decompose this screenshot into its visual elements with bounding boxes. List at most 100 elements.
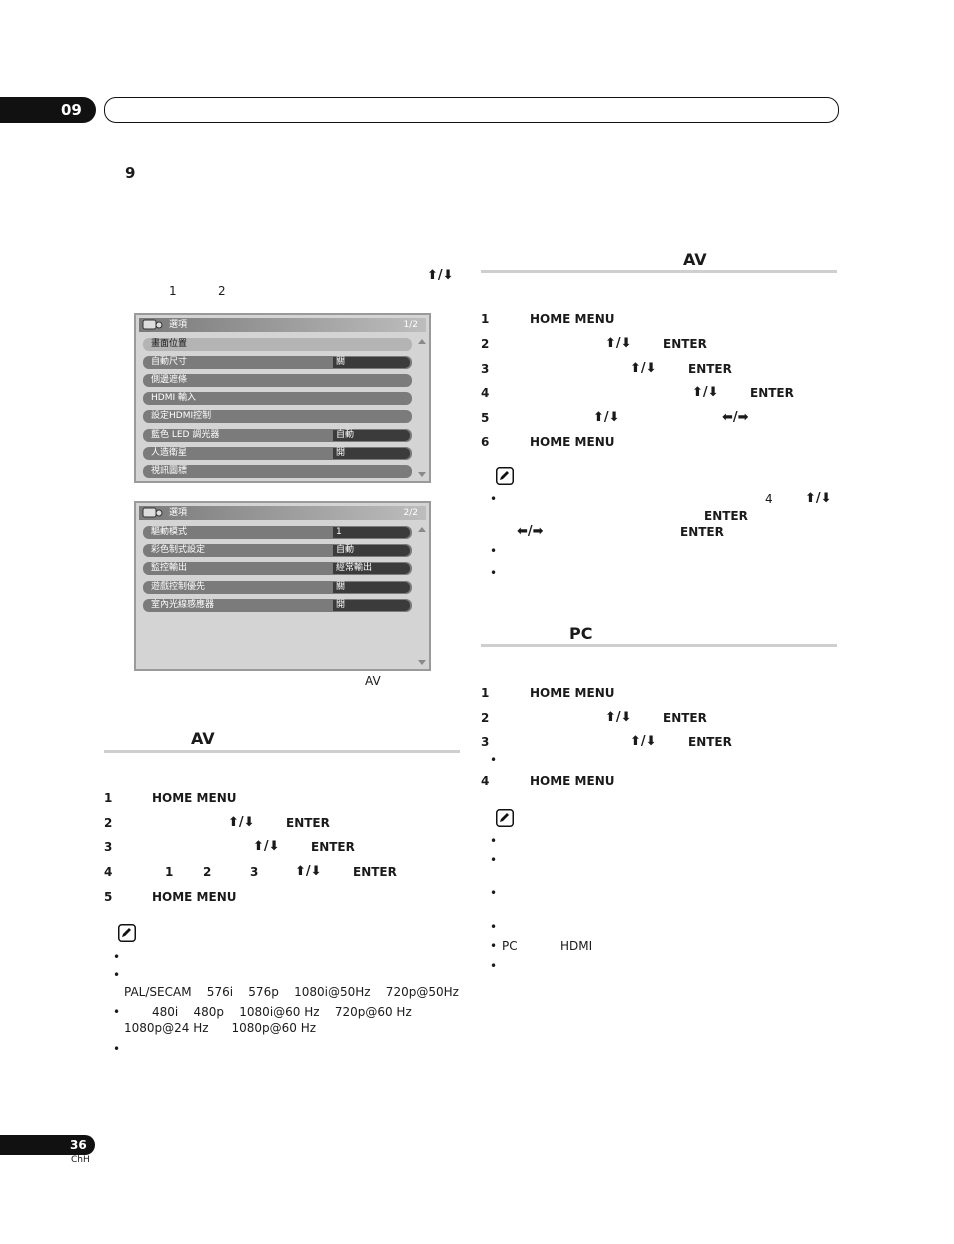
step-number: 3 xyxy=(481,735,490,749)
step-home-menu: HOME MENU xyxy=(530,686,615,700)
note-hdmi: HDMI xyxy=(560,939,593,953)
step-home-menu: HOME MENU xyxy=(152,791,237,805)
menu-item-video-icon[interactable]: 視訊圖標 xyxy=(143,465,412,478)
step-enter: ENTER xyxy=(663,711,707,725)
section-number: 9 xyxy=(125,164,136,182)
option-2: 2 xyxy=(203,865,212,879)
updown-arrows: ⬆/⬇ xyxy=(630,361,657,376)
bullet xyxy=(490,959,497,973)
updown-arrows: ⬆/⬇ xyxy=(228,815,255,830)
step-number: 4 xyxy=(104,865,113,879)
step-enter: ENTER xyxy=(663,337,707,351)
step-home-menu: HOME MENU xyxy=(530,435,615,449)
bullet xyxy=(490,753,497,767)
step-enter: ENTER xyxy=(688,735,732,749)
step-enter: ENTER xyxy=(311,840,355,854)
updown-arrows: ⬆/⬇ xyxy=(427,268,454,283)
scroll-up-icon[interactable] xyxy=(418,339,426,344)
page-number: 36 xyxy=(70,1138,87,1152)
option-1: 1 xyxy=(165,865,174,879)
tv-icon xyxy=(142,319,163,330)
step-number: 1 xyxy=(481,686,490,700)
note-1080p-formats: 1080p@24 Hz 1080p@60 Hz xyxy=(124,1021,317,1035)
step-number: 4 xyxy=(481,774,490,788)
step-number: 3 xyxy=(104,840,113,854)
step-enter: ENTER xyxy=(353,865,397,879)
leftright-arrows: ⬅/➡ xyxy=(517,524,544,539)
menu-item-room-light-sensor[interactable]: 室內光線感應器開 xyxy=(143,599,412,612)
left-section-title: AV xyxy=(191,729,215,748)
bullet xyxy=(113,968,120,982)
options-menu-page1: 選項 1/2 畫面位置 自動尺寸關 側邊遮條 HDMI 輸入 設定HDMI控制 … xyxy=(134,313,431,483)
right-av-rule xyxy=(481,270,837,273)
step-number: 5 xyxy=(104,890,113,904)
bullet xyxy=(113,950,120,964)
step-home-menu: HOME MENU xyxy=(530,774,615,788)
note-icon xyxy=(496,467,514,485)
language-code: ChH xyxy=(71,1155,90,1165)
page-ref-2: 2 xyxy=(218,284,226,298)
updown-arrows: ⬆/⬇ xyxy=(605,710,632,725)
menu-item-game-priority[interactable]: 遊戲控制優先關 xyxy=(143,581,412,594)
menu-item-picture-position[interactable]: 畫面位置 xyxy=(143,338,412,351)
step-enter: ENTER xyxy=(688,362,732,376)
step-number: 3 xyxy=(481,362,490,376)
right-pc-rule xyxy=(481,644,837,647)
updown-arrows: ⬆/⬇ xyxy=(253,839,280,854)
step-number: 2 xyxy=(481,711,490,725)
av-note: AV xyxy=(365,674,381,688)
menu-header: 選項 1/2 xyxy=(139,318,426,332)
note-icon xyxy=(118,924,136,942)
step-home-menu: HOME MENU xyxy=(530,312,615,326)
step-number: 6 xyxy=(481,435,490,449)
updown-arrows: ⬆/⬇ xyxy=(295,864,322,879)
page-ref-1: 1 xyxy=(169,284,177,298)
step-home-menu: HOME MENU xyxy=(152,890,237,904)
scroll-down-icon[interactable] xyxy=(418,660,426,665)
step-number: 1 xyxy=(104,791,113,805)
bullet xyxy=(490,544,497,558)
menu-item-monitor-out[interactable]: 監控輸出經常輸出 xyxy=(143,562,412,575)
note-ntsc-formats: 480i 480p 1080i@60 Hz 720p@60 Hz xyxy=(152,1005,412,1019)
bullet xyxy=(490,939,497,953)
updown-arrows: ⬆/⬇ xyxy=(805,491,832,506)
right-av-title: AV xyxy=(683,250,707,269)
bullet xyxy=(490,853,497,867)
bullet xyxy=(113,1005,120,1019)
menu-item-blue-led[interactable]: 藍色 LED 調光器自動 xyxy=(143,429,412,442)
note-icon xyxy=(496,809,514,827)
updown-arrows: ⬆/⬇ xyxy=(692,385,719,400)
scroll-down-icon[interactable] xyxy=(418,472,426,477)
note-enter: ENTER xyxy=(680,525,724,539)
menu-item-side-mask[interactable]: 側邊遮條 xyxy=(143,374,412,387)
bullet xyxy=(490,566,497,580)
step-number: 4 xyxy=(481,386,490,400)
updown-arrows: ⬆/⬇ xyxy=(605,336,632,351)
chapter-tab: 09 xyxy=(0,97,96,123)
scroll-up-icon[interactable] xyxy=(418,527,426,532)
bullet xyxy=(490,886,497,900)
menu-page: 1/2 xyxy=(403,320,418,330)
menu-item-auto-size[interactable]: 自動尺寸關 xyxy=(143,356,412,369)
menu-item-satellite[interactable]: 人造衛星開 xyxy=(143,447,412,460)
left-section-rule xyxy=(104,750,460,753)
menu-title: 選項 xyxy=(169,508,188,518)
chapter-title-bar xyxy=(104,97,839,123)
note-enter: ENTER xyxy=(704,509,748,523)
menu-item-hdmi-input[interactable]: HDMI 輸入 xyxy=(143,392,412,405)
note-pal-formats: PAL/SECAM 576i 576p 1080i@50Hz 720p@50Hz xyxy=(124,985,459,999)
menu-title: 選項 xyxy=(169,320,188,330)
step-number: 5 xyxy=(481,411,490,425)
menu-item-hdmi-control[interactable]: 設定HDMI控制 xyxy=(143,410,412,423)
bullet xyxy=(490,492,497,506)
step-number: 1 xyxy=(481,312,490,326)
page-number-tab: 36 xyxy=(0,1135,95,1155)
menu-item-color-system[interactable]: 彩色制式設定自動 xyxy=(143,544,412,557)
step-enter: ENTER xyxy=(750,386,794,400)
chapter-number: 09 xyxy=(61,101,82,119)
option-3: 3 xyxy=(250,865,259,879)
updown-arrows: ⬆/⬇ xyxy=(593,410,620,425)
tv-icon xyxy=(142,507,163,518)
note-step-ref: 4 xyxy=(765,492,773,506)
